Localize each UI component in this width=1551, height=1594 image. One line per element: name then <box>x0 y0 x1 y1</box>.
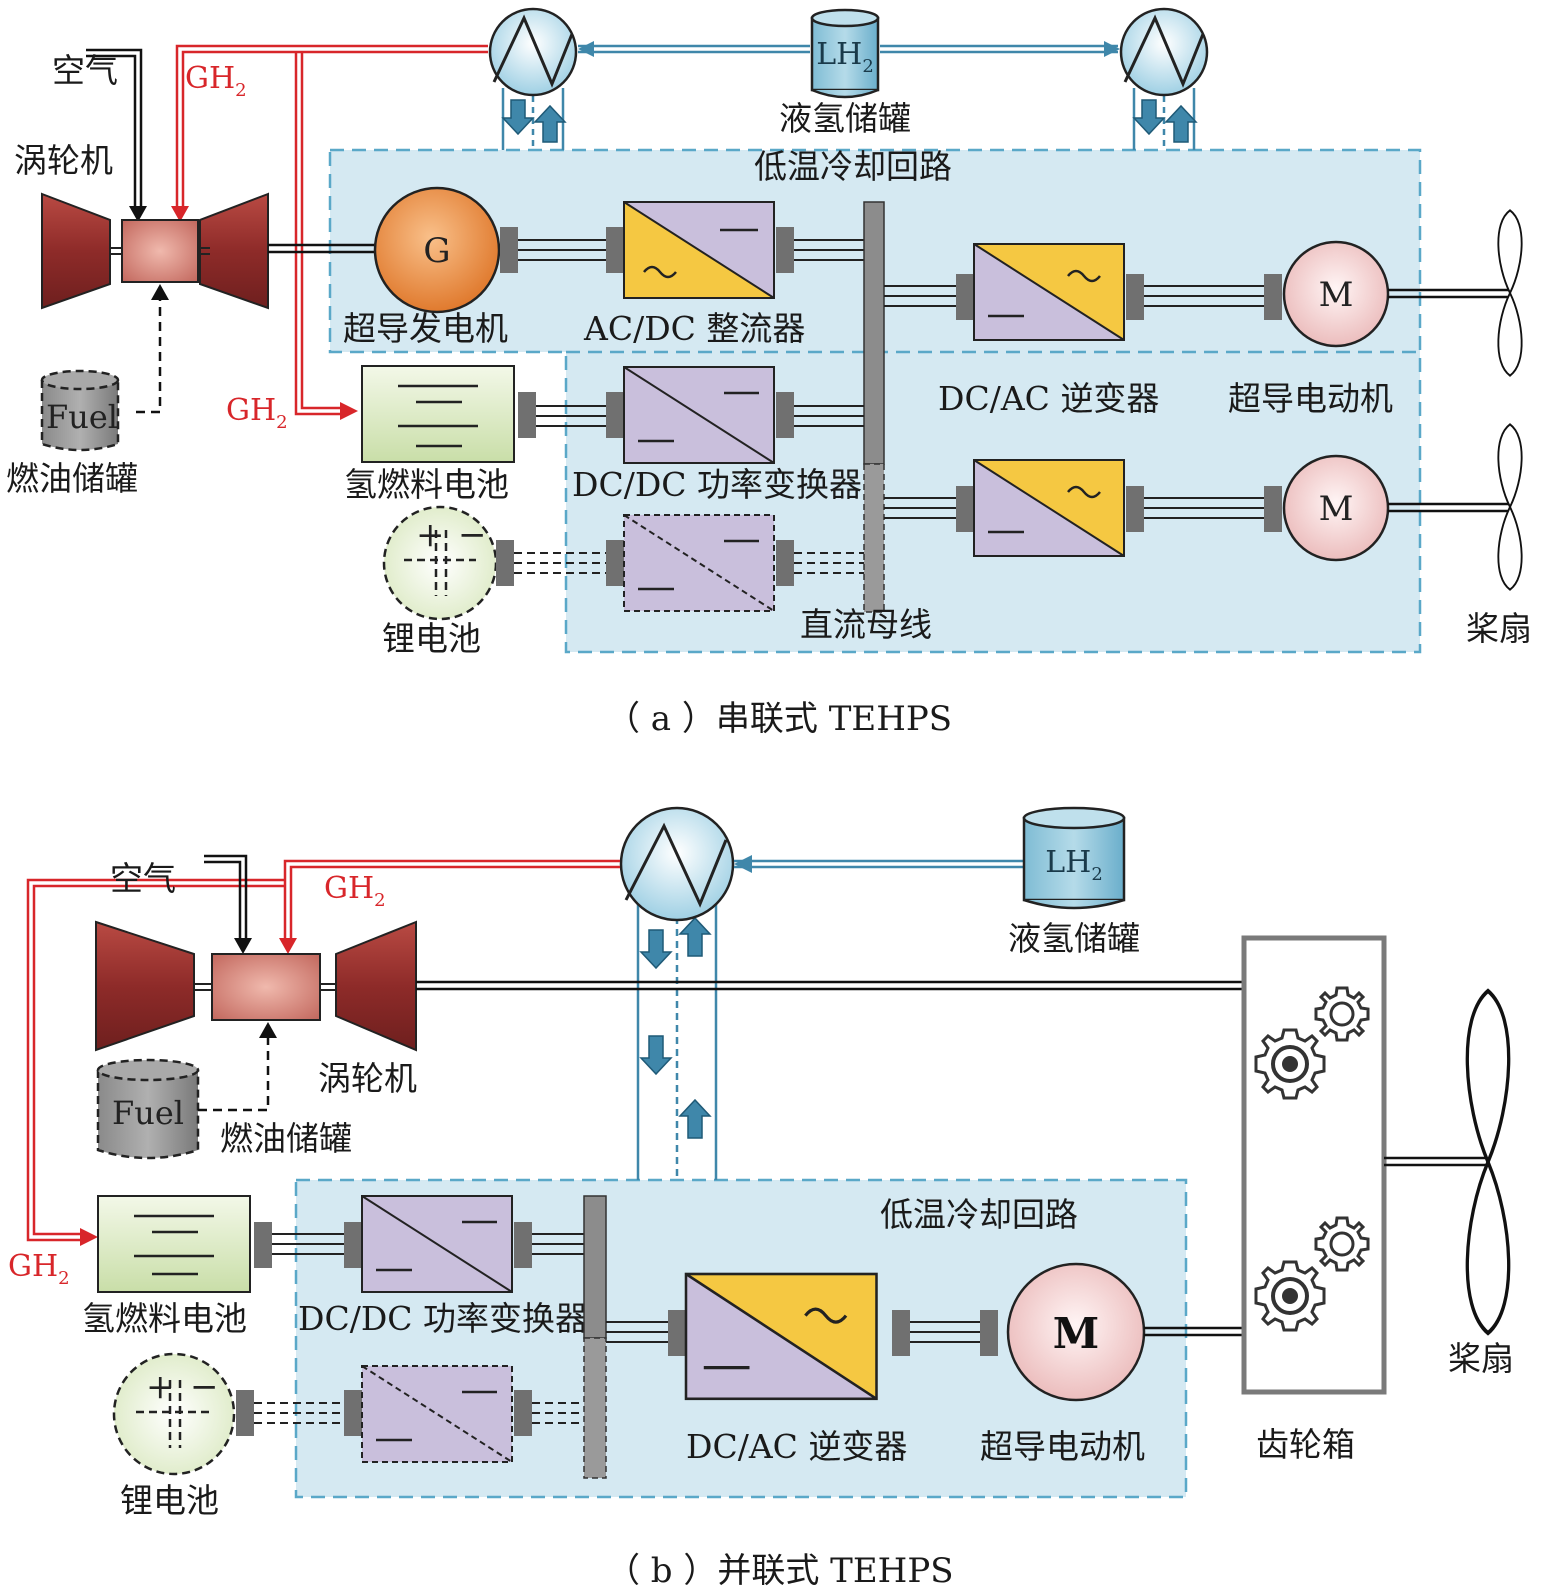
gh2-label-mid: GH2 <box>226 393 288 433</box>
gh2-label-top: GH2 <box>185 61 247 101</box>
dcac-label: DC/AC 逆变器 <box>938 379 1159 418</box>
sc-motor-label: 超导电动机 <box>1228 379 1393 418</box>
sc-motor-icon <box>1282 454 1390 562</box>
fan-icon <box>1467 991 1508 1333</box>
panel-a: LH2 液氢储罐 GH2 GH2 空气 涡轮机 <box>6 7 1532 739</box>
fan-icon <box>1497 423 1523 591</box>
fuel-tank-label: 燃油储罐 <box>220 1119 352 1158</box>
lh2-tank-label: 液氢储罐 <box>1008 919 1140 958</box>
fuel-cell-label: 氢燃料电池 <box>82 1299 247 1338</box>
fuel-cell-icon <box>361 365 515 463</box>
motor-symbol: M <box>1053 1309 1100 1358</box>
turbine-label: 涡轮机 <box>318 1059 417 1098</box>
air-label: 空气 <box>52 51 118 90</box>
fuel-tank-icon <box>40 369 120 452</box>
heat-exchanger-icon <box>488 7 578 97</box>
svg-text:+: + <box>146 1367 175 1407</box>
dcdc-converter-icon <box>622 513 776 613</box>
svg-text:+: + <box>416 515 445 555</box>
gh2-pipeline-b <box>26 859 620 1242</box>
dcac-inverter-icon <box>684 1272 878 1401</box>
dc-bus <box>583 1195 607 1479</box>
fuel-label: Fuel <box>46 398 118 436</box>
lh2-tank-icon <box>1022 806 1126 910</box>
fuel-tank-icon <box>96 1058 200 1160</box>
li-battery-label: 锂电池 <box>382 619 481 658</box>
fuel-cell-icon <box>97 1195 251 1293</box>
sc-generator-label: 超导发电机 <box>343 309 508 348</box>
fuel-tank-label: 燃油储罐 <box>6 459 138 498</box>
fuel-label: Fuel <box>112 1094 184 1132</box>
dcdc-converter-icon <box>622 365 776 465</box>
lh2-label: LH2 <box>816 37 874 77</box>
cooling-loop-label: 低温冷却回路 <box>754 147 952 186</box>
li-battery-icon: + − <box>382 505 498 621</box>
dc-bus <box>863 201 885 613</box>
caption-a: （ a ）串联式 TEHPS <box>606 699 952 739</box>
superconducting-generator-icon <box>373 186 501 314</box>
li-battery-icon: + − <box>112 1352 236 1476</box>
acdc-rectifier-icon <box>623 201 775 299</box>
caption-b: （ b ）并联式 TEHPS <box>606 1551 954 1591</box>
lh2-tank-icon <box>810 8 880 99</box>
coolant-arrows-b <box>639 916 712 1139</box>
fan-label: 桨扇 <box>1448 1339 1514 1378</box>
svg-text:−: − <box>190 1367 219 1407</box>
dcac-inverter-icon <box>973 459 1125 557</box>
fan-label: 桨扇 <box>1466 609 1532 648</box>
dcdc-converter-icon <box>360 1194 514 1294</box>
dcac-label: DC/AC 逆变器 <box>686 1427 907 1466</box>
air-label: 空气 <box>110 859 176 898</box>
gearbox-icon <box>1241 935 1387 1395</box>
lh2-tank-label: 液氢储罐 <box>779 99 911 138</box>
dcdc-label: DC/DC 功率变换器 <box>572 465 862 504</box>
gearbox-label: 齿轮箱 <box>1256 1425 1355 1464</box>
acdc-label: AC/DC 整流器 <box>583 309 805 348</box>
cooling-loop-label: 低温冷却回路 <box>880 1195 1078 1234</box>
svg-text:−: − <box>458 515 487 555</box>
heat-exchanger-icon <box>619 806 735 922</box>
dcdc-converter-icon <box>360 1364 514 1464</box>
sc-motor-icon <box>1006 1262 1146 1402</box>
coolant-pipes-b <box>636 900 718 1180</box>
fuel-cell-label: 氢燃料电池 <box>344 465 509 504</box>
panel-b: LH2 液氢储罐 GH2 GH2 空气 涡轮机 <box>8 806 1514 1591</box>
motor-symbol: M <box>1319 489 1354 529</box>
coolant-arrows-a <box>501 99 1198 143</box>
dc-bus-label: 直流母线 <box>800 605 932 644</box>
gh2-pipeline-a <box>175 44 488 416</box>
li-battery-label: 锂电池 <box>120 1481 219 1520</box>
motor-symbol: M <box>1319 275 1354 315</box>
heat-exchanger-icon <box>1119 7 1209 97</box>
turbine-icon <box>95 920 417 1052</box>
gh2-label-left: GH2 <box>8 1249 70 1289</box>
gh2-label-top: GH2 <box>324 871 386 911</box>
sc-motor-label: 超导电动机 <box>980 1427 1145 1466</box>
sc-motor-icon <box>1282 240 1390 348</box>
lh2-label: LH2 <box>1045 845 1103 885</box>
turbine-icon <box>41 192 269 310</box>
turbine-label: 涡轮机 <box>14 141 113 180</box>
dcac-inverter-icon <box>973 243 1125 341</box>
generator-symbol: G <box>423 231 450 271</box>
dcdc-label: DC/DC 功率变换器 <box>298 1299 588 1338</box>
fan-icon <box>1497 209 1523 377</box>
